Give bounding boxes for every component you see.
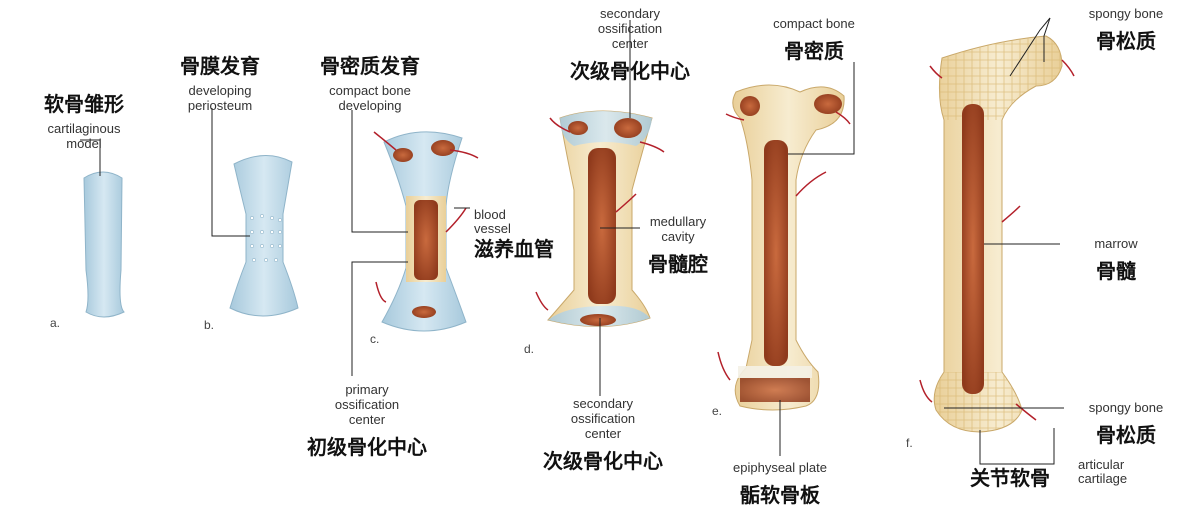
label-en: vessel (474, 220, 511, 236)
label-zh: 骺软骨板 (740, 483, 820, 507)
label-en: center (348, 412, 386, 427)
label-zh: 骨松质 (1096, 29, 1156, 53)
stage-f-letter: f. (906, 436, 913, 450)
stage-d-letter: d. (524, 342, 535, 356)
label-en: compact bone (773, 16, 855, 31)
label-en: secondary (573, 396, 633, 411)
stage-b-letter: b. (204, 318, 215, 332)
label-en: periosteum (187, 98, 253, 113)
stage-e-epiphyseal-plate (717, 84, 851, 411)
label-zh: 骨密质发育 (320, 54, 420, 78)
label-zh: 骨膜发育 (180, 54, 260, 78)
label-zh: 骨密质 (784, 39, 844, 63)
label-en: developing (338, 98, 402, 113)
label-zh: 次级骨化中心 (543, 449, 663, 473)
label-en: blood (474, 207, 506, 222)
label-spongy-bone-top: spongy bone 骨松质 (1066, 6, 1186, 54)
stage-c-letter: c. (370, 332, 380, 346)
label-en: cartilaginous (47, 121, 121, 136)
label-en: spongy bone (1088, 6, 1164, 21)
label-zh: 软骨雏形 (44, 92, 124, 116)
label-zh: 次级骨化中心 (570, 59, 690, 83)
label-articular-cartilage-en: articular cartilage (1078, 458, 1127, 485)
label-secondary-ossification-bottom: secondary ossification center 次级骨化中心 (528, 396, 678, 474)
label-compact-bone-developing: 骨密质发育 compact bone developing (300, 50, 440, 113)
label-primary-ossification-center: primary ossification center 初级骨化中心 (292, 382, 442, 460)
stage-e-letter: e. (712, 404, 723, 418)
label-secondary-ossification-top: secondary ossification center 次级骨化中心 (550, 6, 710, 84)
label-compact-bone: compact bone 骨密质 (754, 16, 874, 64)
leader-lines (80, 17, 1064, 465)
label-en: cavity (661, 229, 695, 244)
stage-d-secondary-ossification (535, 110, 665, 328)
label-zh: 初级骨化中心 (307, 435, 427, 459)
label-en: ossification (334, 397, 400, 412)
label-cartilaginous-model: 软骨雏形 cartilaginous model (24, 88, 144, 151)
label-en: cartilage (1078, 470, 1128, 486)
label-en: model (66, 136, 102, 151)
label-en: center (584, 426, 622, 441)
label-en: medullary (649, 214, 707, 229)
label-zh: 滋养血管 (474, 237, 554, 262)
label-zh: 骨髓腔 (648, 252, 708, 276)
label-articular-cartilage-zh: 关节软骨 (970, 466, 1050, 490)
label-en: spongy bone (1088, 400, 1164, 415)
stage-f-adult-bone (919, 35, 1075, 433)
label-developing-periosteum: 骨膜发育 developing periosteum (160, 50, 280, 113)
label-en: developing (188, 83, 252, 98)
label-blood-vessel: blood vessel 滋养血管 (474, 208, 554, 260)
stage-a-letter: a. (50, 316, 61, 330)
label-en: center (611, 36, 649, 51)
label-en: compact bone (329, 83, 411, 98)
stage-c-primary-ossification (373, 131, 479, 332)
stage-b-periosteum (229, 155, 299, 317)
label-epiphyseal-plate: epiphyseal plate 骺软骨板 (710, 460, 850, 508)
label-spongy-bone-bottom: spongy bone 骨松质 (1066, 400, 1186, 448)
label-zh: 骨髓 (1096, 259, 1136, 283)
label-en: articular (1078, 457, 1125, 472)
label-marrow: marrow 骨髓 (1066, 236, 1166, 284)
label-en: marrow (1094, 236, 1138, 251)
label-en: secondary (600, 6, 660, 21)
label-en: epiphyseal plate (733, 460, 827, 475)
label-en: primary (345, 382, 389, 397)
label-medullary-cavity: medullary cavity 骨髓腔 (628, 214, 728, 277)
label-en: ossification (597, 21, 663, 36)
label-zh: 骨松质 (1096, 423, 1156, 447)
label-en: ossification (570, 411, 636, 426)
stage-a-cartilage-model (83, 171, 125, 318)
